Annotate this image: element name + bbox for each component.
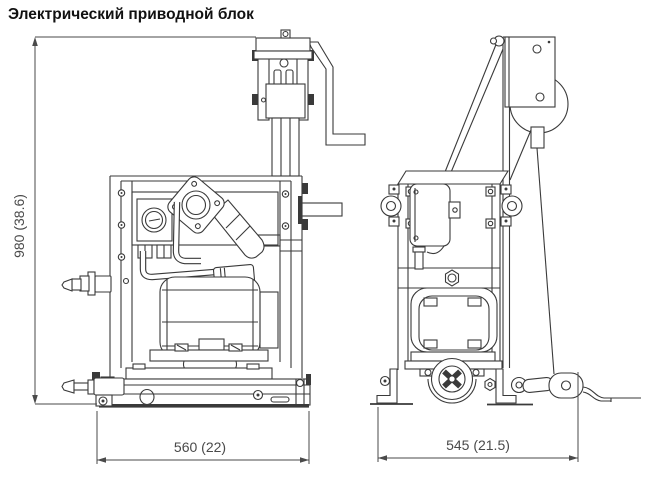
motor-mount	[149, 338, 269, 373]
mast-braces	[442, 41, 504, 178]
arm-mount	[298, 196, 302, 224]
base-frame	[61, 363, 311, 408]
carriage-block	[265, 83, 306, 119]
side-arm	[301, 202, 343, 217]
dimension-width-front: 560 (22)	[96, 411, 310, 464]
band-bolt	[444, 269, 460, 287]
cable	[536, 147, 555, 375]
page-title: Электрический приводной блок	[8, 6, 254, 23]
motor-side	[410, 287, 498, 353]
guide-wheel	[427, 357, 477, 404]
control-panel	[131, 191, 279, 259]
dimension-height-label: 980 (38.6)	[11, 194, 27, 258]
crank-handle	[308, 41, 366, 146]
back-brace	[509, 129, 532, 181]
height-adjuster	[61, 377, 125, 407]
side-view	[370, 35, 641, 406]
hydraulic-pipes	[139, 201, 256, 287]
lifting-eye-right	[500, 184, 523, 227]
dimension-height: 980 (38.6)	[11, 36, 256, 405]
side-frame	[397, 170, 509, 370]
dimension-side-width-label: 545 (21.5)	[446, 437, 510, 453]
winch-head	[252, 29, 366, 177]
lifting-eye-left	[380, 184, 402, 227]
inlet-fitting	[61, 271, 130, 296]
front-view	[61, 29, 366, 408]
base-plate	[99, 404, 309, 408]
foot-left	[376, 368, 398, 404]
base-slot-hole	[139, 388, 155, 406]
power-plug	[167, 176, 265, 259]
pressure-gauge	[141, 207, 167, 233]
dimension-front-width-label: 560 (22)	[174, 439, 226, 455]
mounting-plate	[489, 35, 556, 108]
turnbuckle	[510, 372, 641, 402]
drain-pipe	[412, 246, 426, 270]
foot-right	[484, 368, 517, 404]
mast	[271, 117, 300, 177]
pulley-tab	[530, 126, 545, 149]
electrical-box	[409, 183, 461, 255]
dimension-width-side: 545 (21.5)	[377, 372, 579, 462]
hook	[582, 386, 641, 402]
